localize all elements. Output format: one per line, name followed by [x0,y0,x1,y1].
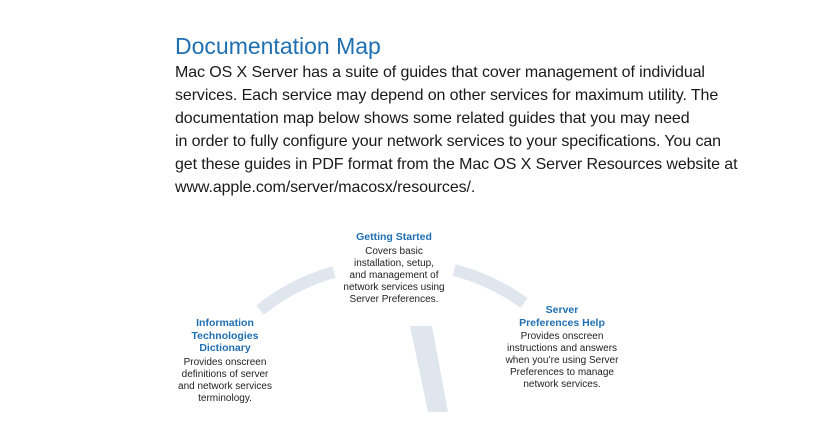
desc-line: instructions and answers [506,343,618,354]
desc-line: terminology. [198,392,252,404]
node-description: Provides onscreen definitions of server … [170,357,280,405]
intro-line: get these guides in PDF format from the … [175,156,738,173]
intro-line: in order to fully configure your network… [175,133,721,150]
desc-line: Provides onscreen [520,331,604,342]
node-description: Provides onscreen instructions and answe… [497,331,627,391]
intro-line: documentation map below shows some relat… [175,110,690,127]
heading-line: Dictionary [199,342,251,354]
map-node-getting-started: Getting Started Covers basic installatio… [334,231,454,306]
desc-line: installation, setup, [353,257,435,269]
desc-line: and management of [349,269,439,281]
desc-line: network services using [343,281,445,293]
heading-line: Information [196,317,254,329]
desc-line: when you’re using Server [505,355,619,366]
connector-arc-right [452,264,528,308]
desc-line: definitions of server [181,368,269,380]
node-heading: Server Preferences Help [497,304,627,329]
intro-link[interactable]: www.apple.com/server/macosx/resources/. [175,179,476,196]
desc-line: Provides onscreen [183,356,267,368]
intro-line: Mac OS X Server has a suite of guides th… [175,64,705,81]
desc-line: Server Preferences. [349,293,439,305]
page-title: Documentation Map [175,33,381,59]
desc-line: network services. [523,379,601,390]
node-heading: Getting Started [356,231,432,243]
heading-line: Server [545,304,579,316]
intro-paragraph: Mac OS X Server has a suite of guides th… [175,61,738,199]
intro-line: services. Each service may depend on oth… [175,87,719,104]
node-description: Covers basic installation, setup, and ma… [334,246,454,306]
desc-line: and network services [178,380,272,392]
desc-line: Covers basic [365,245,423,257]
map-node-it-dictionary: Information Technologies Dictionary Prov… [170,317,280,405]
desc-line: Preferences to manage [510,367,614,378]
heading-line: Technologies [191,329,259,342]
node-heading: Information Technologies Dictionary [170,317,280,355]
connector-vertical [410,326,448,412]
map-node-server-preferences-help: Server Preferences Help Provides onscree… [497,304,627,391]
heading-line: Preferences Help [519,316,605,329]
connector-arc-left [256,266,336,315]
